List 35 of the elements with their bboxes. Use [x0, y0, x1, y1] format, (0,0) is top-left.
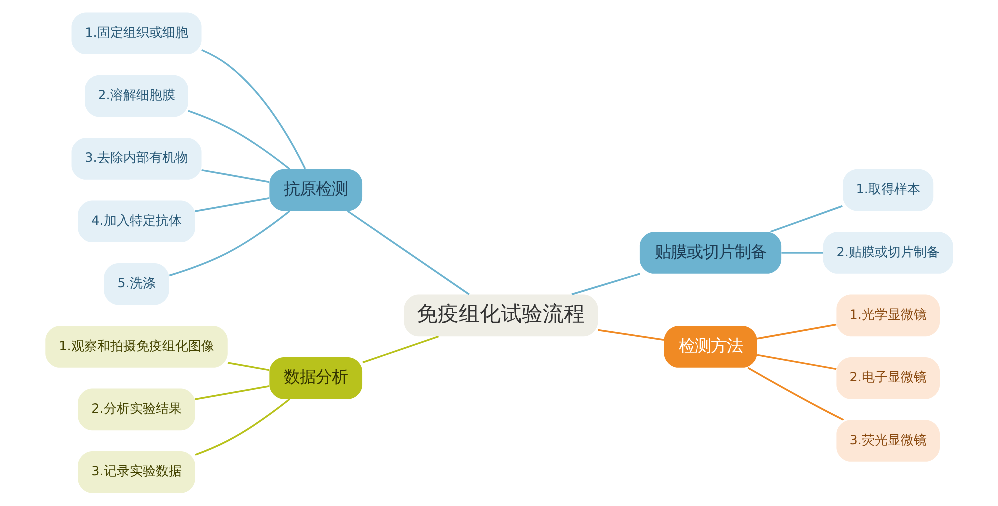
node-box: 2.分析实验结果: [78, 388, 195, 431]
connector: [346, 210, 470, 296]
connector: [598, 329, 664, 341]
node-box: 3.去除内部有机物: [71, 138, 202, 180]
node-box: 1.取得样本: [842, 169, 934, 212]
connector: [770, 205, 842, 233]
node-box: 贴膜或切片制备: [639, 232, 782, 274]
connector: [227, 362, 269, 372]
node-box: 2.电子显微镜: [836, 357, 940, 400]
node-box: 1.观察和拍摄免疫组化图像: [45, 326, 228, 368]
node-box: 3.荧光显微镜: [836, 420, 940, 462]
connector: [194, 398, 290, 456]
connector: [747, 367, 844, 421]
connector: [781, 252, 823, 254]
node-box: 数据分析: [269, 357, 362, 400]
node-box: 抗原检测: [269, 169, 362, 212]
connector: [362, 336, 439, 364]
connector: [571, 273, 640, 296]
node-box: 2.贴膜或切片制备: [822, 232, 953, 274]
node-box: 1.固定组织或细胞: [71, 12, 202, 54]
connector: [194, 386, 270, 400]
connector: [756, 354, 836, 370]
node-box: 免疫组化试验流程: [404, 294, 598, 337]
connector: [188, 110, 290, 170]
connector: [756, 324, 836, 340]
connector: [168, 210, 290, 277]
node-box: 2.溶解细胞膜: [84, 75, 188, 118]
node-box: 5.洗涤: [104, 263, 169, 306]
node-box: 3.记录实验数据: [78, 452, 195, 494]
connector: [201, 169, 270, 184]
connector: [201, 49, 306, 170]
node-box: 检测方法: [664, 326, 757, 368]
node-box: 4.加入特定抗体: [78, 200, 195, 243]
node-box: 1.光学显微镜: [836, 294, 940, 337]
connector: [194, 198, 270, 212]
